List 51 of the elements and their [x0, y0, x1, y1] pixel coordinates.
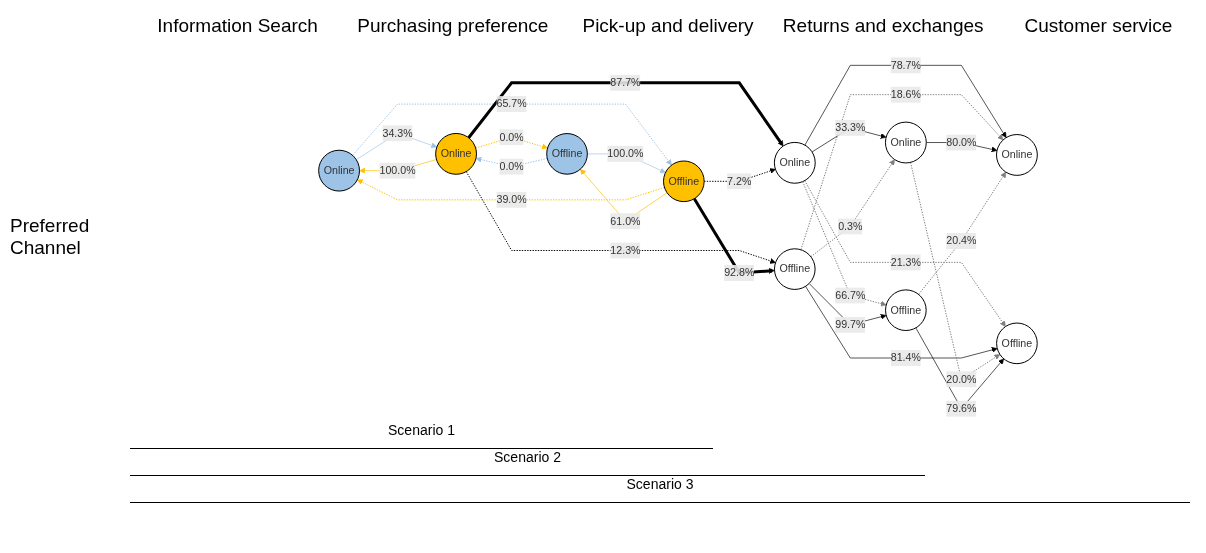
edge-label: 12.3% [610, 244, 641, 256]
node-circle: Online [773, 141, 816, 184]
arrow [467, 81, 784, 147]
scenario-label: Scenario 1 [388, 422, 455, 438]
arrow [357, 179, 665, 201]
edge-label: 39.0% [496, 193, 527, 206]
edge-label: 66.7% [835, 289, 866, 301]
edge-label: 61.0% [610, 215, 641, 227]
edge-label: 99.7% [835, 318, 866, 331]
edge-label: 79.6% [946, 402, 977, 414]
edge-label: 65.7% [496, 98, 527, 110]
edge-label: 33.3% [835, 121, 866, 134]
arrow [810, 159, 895, 258]
node-circle: Online [884, 121, 927, 164]
edge-label: 78.7% [890, 59, 921, 71]
node-circle: Offline [546, 133, 588, 175]
edge-label: 81.4% [890, 352, 921, 364]
edge-label: 34.3% [382, 127, 413, 139]
arrow [465, 171, 776, 264]
node-circle: Online [435, 132, 477, 175]
column-heading: Purchasing preference [356, 15, 550, 37]
edge-label: 18.6% [890, 88, 921, 100]
scenario-label: Scenario 3 [626, 476, 694, 492]
edge-label: 20.0% [946, 373, 977, 385]
edge-label: 80.0% [946, 136, 977, 148]
column-heading: Customer service [1023, 15, 1174, 37]
edge-label: 0.3% [838, 220, 863, 232]
edge-label: 0.0% [499, 160, 524, 172]
column-heading: Information Search [156, 15, 319, 37]
node-circle: Offline [663, 160, 705, 203]
edge-label: 20.4% [946, 235, 977, 247]
arrow [800, 94, 1004, 251]
node-circle: Online [318, 149, 360, 192]
arrow [918, 171, 1007, 295]
edge-label: 92.8% [724, 266, 755, 279]
arrow [804, 180, 1006, 327]
node-circle: Offline [996, 322, 1038, 365]
column-heading: Pick-up and delivery [581, 15, 755, 37]
row-heading: Preferred Channel [10, 215, 91, 259]
edge-label: 7.2% [727, 175, 752, 187]
edge-label: 100.0% [607, 147, 644, 160]
node-circle: Online [996, 134, 1038, 176]
edge-label: 87.7% [610, 76, 641, 89]
scenario-label: Scenario 2 [494, 449, 561, 465]
node-circle: Offline [885, 289, 927, 331]
arrow [802, 181, 887, 307]
node-circle: Offline [774, 248, 816, 290]
edge-label: 100.0% [379, 164, 416, 176]
column-heading: Returns and exchanges [781, 15, 985, 37]
edge-label: 0.0% [499, 131, 524, 143]
edge-label: 21.3% [890, 256, 921, 268]
